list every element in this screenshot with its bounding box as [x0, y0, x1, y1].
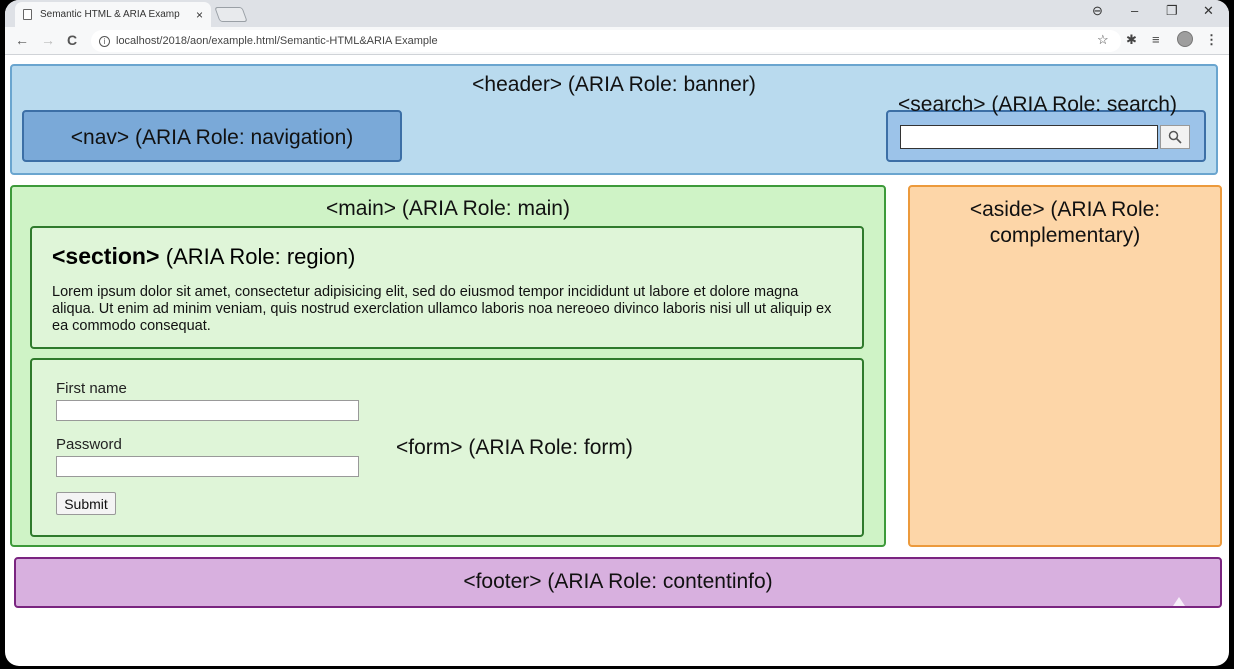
password-field[interactable] — [56, 456, 359, 477]
reload-button[interactable]: C — [67, 32, 78, 48]
bookmark-star-icon[interactable]: ☆ — [1097, 32, 1109, 47]
nav-label: <nav> (ARIA Role: navigation) — [70, 126, 354, 149]
search-button[interactable] — [1160, 125, 1190, 149]
back-button[interactable]: ← — [15, 32, 29, 48]
search-icon — [1168, 130, 1182, 144]
info-icon[interactable]: i — [99, 35, 110, 47]
submit-button[interactable]: Submit — [56, 492, 116, 515]
scroll-up-icon[interactable] — [1173, 597, 1185, 606]
browser-toolbar: ← → C i localhost/2018/aon/example.html/… — [5, 27, 1229, 55]
aside-label: <aside> (ARIA Role: complementary) — [969, 198, 1161, 247]
tab-active[interactable]: Semantic HTML & ARIA Examp × — [15, 2, 211, 27]
section-heading: <section> (ARIA Role: region) — [52, 243, 355, 270]
section-role: (ARIA Role: region) — [165, 244, 356, 269]
minimize-button[interactable]: – — [1131, 3, 1139, 18]
tab-close-icon[interactable]: × — [195, 7, 203, 22]
section-region — [30, 226, 864, 349]
footer-region — [14, 557, 1222, 608]
page-icon — [23, 9, 32, 20]
close-window-button[interactable]: ✕ — [1203, 3, 1214, 18]
extensions-icon[interactable]: ✱ — [1126, 32, 1137, 47]
search-input[interactable] — [900, 125, 1158, 149]
address-bar[interactable]: i localhost/2018/aon/example.html/Semant… — [91, 30, 1121, 52]
new-tab-button[interactable] — [214, 7, 248, 22]
search-label: <search> (ARIA Role: search) — [898, 93, 1177, 116]
main-label: <main> (ARIA Role: main) — [326, 197, 570, 220]
header-label: <header> (ARIA Role: banner) — [472, 73, 756, 96]
forward-button[interactable]: → — [41, 32, 55, 48]
first-name-field[interactable] — [56, 400, 359, 421]
url-text: localhost/2018/aon/example.html/Semantic… — [116, 35, 438, 47]
footer-label: <footer> (ARIA Role: contentinfo) — [463, 570, 773, 593]
account-icon[interactable]: ⊖ — [1092, 3, 1103, 18]
tab-strip: Semantic HTML & ARIA Examp × ⊖ – ❐ ✕ — [5, 0, 1229, 27]
profile-avatar[interactable] — [1177, 31, 1193, 47]
tab-title: Semantic HTML & ARIA Examp — [40, 9, 180, 20]
password-label: Password — [56, 436, 122, 453]
media-playlist-icon[interactable]: ≡ — [1152, 32, 1160, 47]
nav-region: <nav> (ARIA Role: navigation) — [22, 110, 402, 162]
first-name-label: First name — [56, 380, 127, 397]
section-paragraph: Lorem ipsum dolor sit amet, consectetur … — [52, 284, 832, 334]
menu-icon[interactable]: ⋮ — [1205, 32, 1218, 47]
aside-region — [908, 185, 1222, 547]
form-label: <form> (ARIA Role: form) — [396, 436, 633, 459]
section-tag: <section> — [52, 243, 160, 269]
restore-button[interactable]: ❐ — [1166, 3, 1178, 18]
form-region — [30, 358, 864, 537]
